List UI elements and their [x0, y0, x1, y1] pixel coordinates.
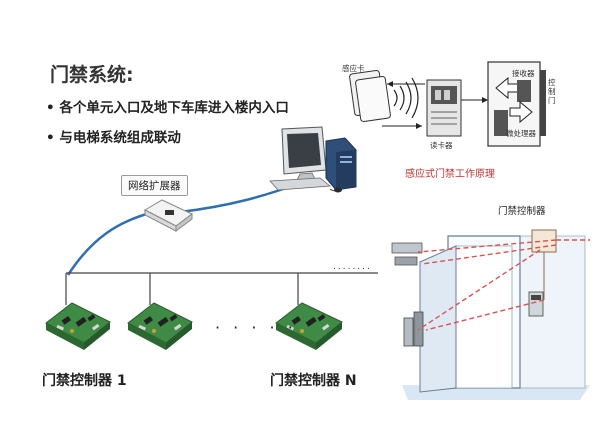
- bus-ellipsis: ........: [333, 262, 372, 272]
- controller-label-1: 门禁控制器 1: [42, 373, 127, 389]
- door-scene: [391, 229, 590, 400]
- network-hub: [143, 199, 193, 232]
- bullet-entrances: • 各个单元入口及地下车库进入楼内入口: [46, 100, 289, 116]
- computer: [269, 126, 357, 193]
- principle-caption: 感应式门禁工作原理: [405, 169, 495, 180]
- label-reader: 读卡器: [430, 141, 453, 150]
- diagram-title: 门禁系统:: [50, 64, 134, 86]
- bullet-elevator: • 与电梯系统组成联动: [46, 130, 181, 146]
- controller-board-2: [127, 302, 193, 350]
- label-card: 感应卡: [342, 64, 365, 73]
- principle-diagram: [349, 61, 546, 147]
- controller-board-n: [275, 302, 343, 350]
- hub-label: 网络扩展器: [121, 175, 188, 196]
- label-processor: 微处理器: [506, 129, 536, 138]
- door-controller-label: 门禁控制器: [498, 206, 546, 217]
- controller-board-1: [45, 302, 111, 350]
- label-lock: 控制门: [548, 78, 556, 105]
- label-receiver: 接收器: [512, 69, 535, 78]
- controller-label-n: 门禁控制器 N: [270, 373, 357, 389]
- network-cable-down: [66, 211, 151, 276]
- controller-ellipsis: · · · · ·: [215, 318, 297, 337]
